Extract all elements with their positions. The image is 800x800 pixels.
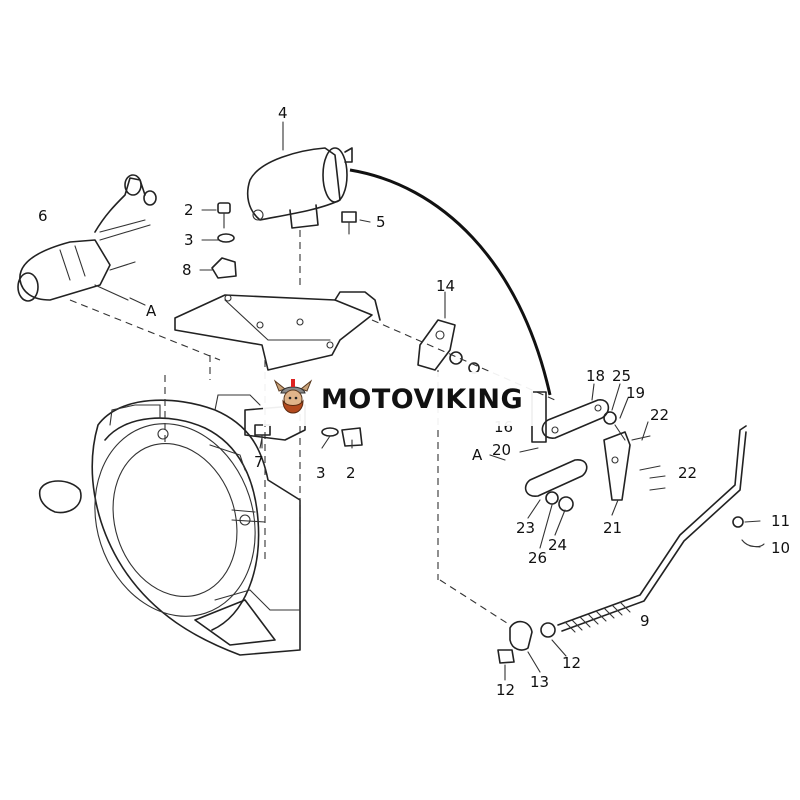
label-26: 26 (528, 549, 547, 567)
part-18-link-plate (531, 391, 626, 443)
part-4-solenoid (246, 121, 353, 290)
part-14-lever (371, 291, 556, 580)
viking-head-icon (273, 379, 313, 414)
label-19: 19 (626, 384, 645, 402)
part-9-rod (557, 425, 765, 633)
label-25: 25 (612, 367, 631, 385)
label-24: 24 (548, 536, 567, 554)
part-13-rod-end (439, 579, 556, 664)
brand-name: MOTOVIKING (321, 383, 524, 415)
label-23: 23 (516, 519, 535, 537)
bolt-set-lower (254, 424, 363, 449)
bell-housing (38, 394, 301, 656)
control-cable (349, 168, 552, 396)
label-2: 2 (184, 201, 194, 219)
bolt-set-upper (211, 202, 357, 279)
label-7: 7 (254, 453, 264, 471)
label-10: 10 (771, 539, 790, 557)
label-14: 14 (436, 277, 455, 295)
label-22-upper: 22 (650, 406, 669, 424)
part-23-link-plate (524, 431, 666, 512)
label-18: 18 (586, 367, 605, 385)
label-a-right: A (472, 446, 483, 464)
label-11: 11 (771, 512, 790, 530)
label-2-lower: 2 (346, 464, 356, 482)
leader-lines (129, 209, 761, 681)
label-12-right: 12 (562, 654, 581, 672)
label-22-lower: 22 (678, 464, 697, 482)
label-6: 6 (38, 207, 48, 225)
label-12-left: 12 (496, 681, 515, 699)
label-a-left: A (146, 302, 157, 320)
label-13: 13 (530, 673, 549, 691)
label-21: 21 (603, 519, 622, 537)
label-8: 8 (182, 261, 192, 279)
part-6-motor (17, 174, 221, 361)
label-4: 4 (278, 104, 288, 122)
label-9: 9 (640, 612, 650, 630)
label-3-lower: 3 (316, 464, 326, 482)
label-5: 5 (376, 213, 386, 231)
mounting-bracket (164, 291, 381, 560)
watermark-banner: MOTOVIKING (263, 372, 533, 426)
label-3: 3 (184, 231, 194, 249)
label-20: 20 (492, 441, 511, 459)
